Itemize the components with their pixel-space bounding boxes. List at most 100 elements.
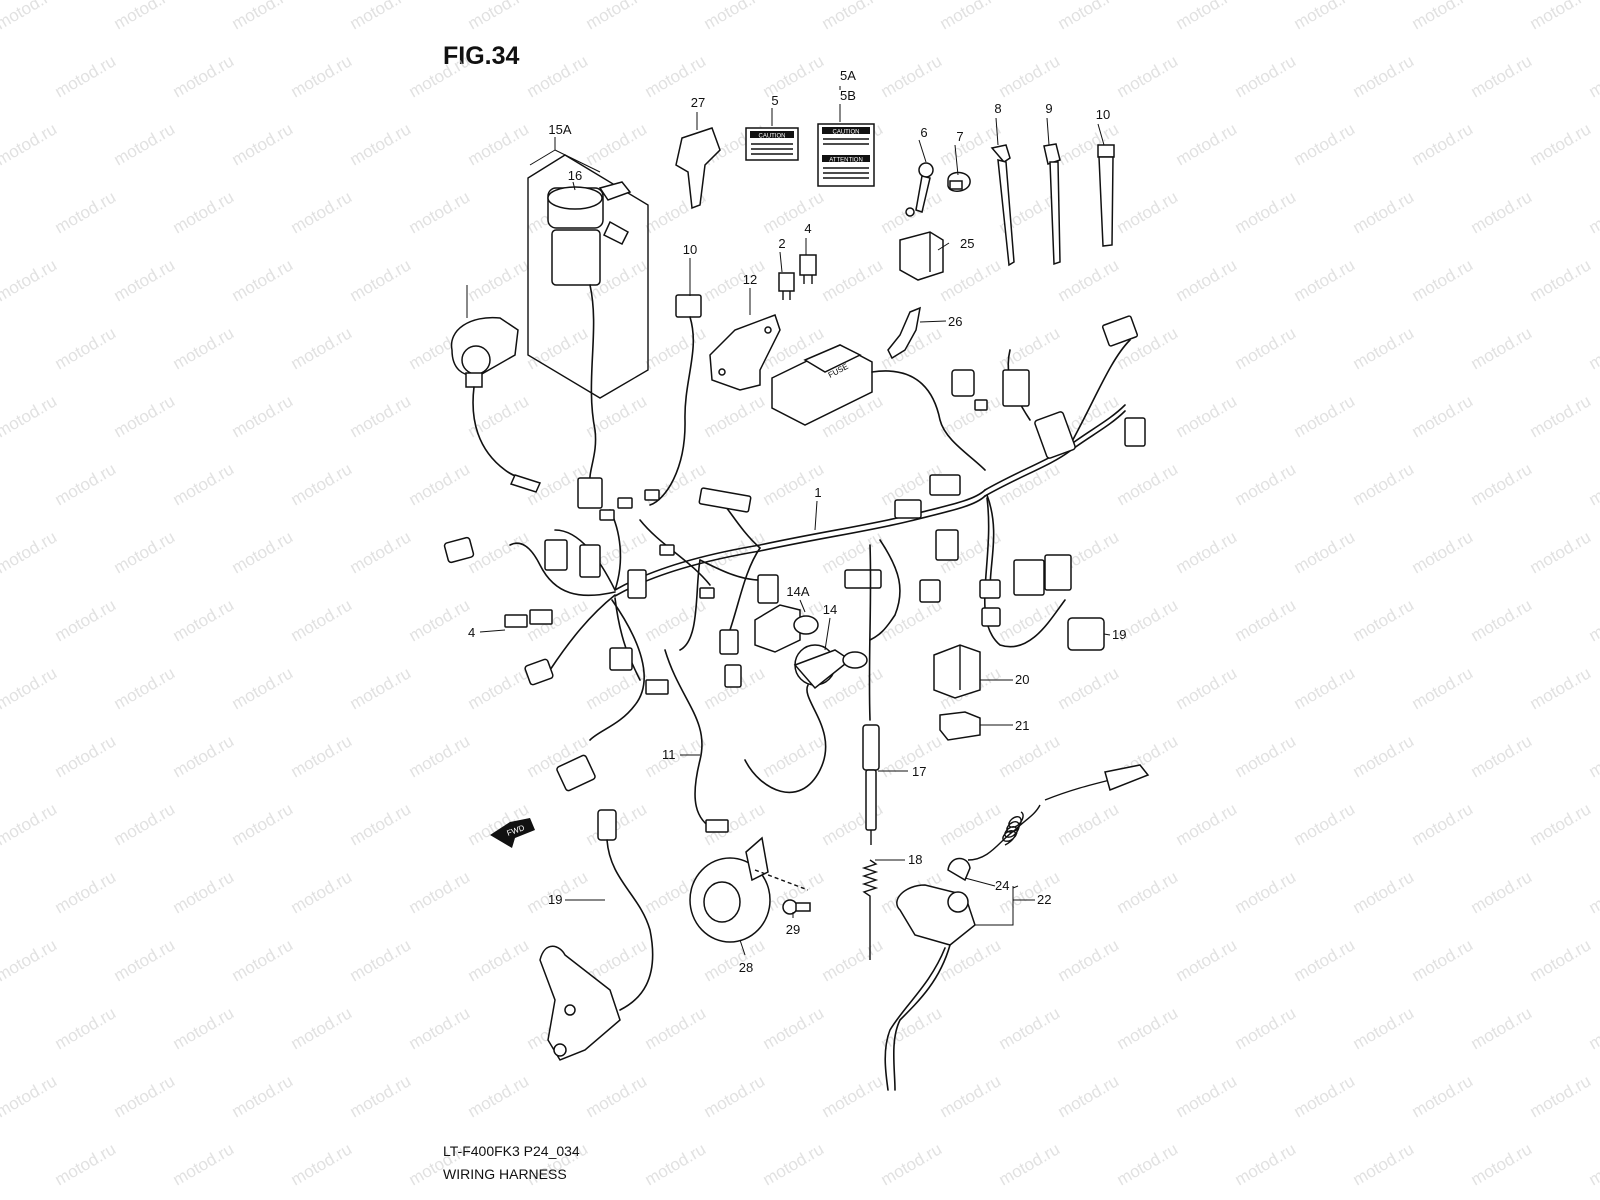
watermark-text: motod.ru (1173, 391, 1241, 441)
callout-14a: 14A (786, 584, 809, 599)
watermark-text: motod.ru (1173, 119, 1241, 169)
watermark-text: motod.ru (1586, 867, 1600, 917)
watermark-text: motod.ru (465, 663, 533, 713)
watermark-text: motod.ru (1055, 663, 1123, 713)
callout-3: 4 (804, 221, 811, 236)
watermark-text: motod.ru (1409, 527, 1477, 577)
part-3-fuse (799, 254, 817, 284)
watermark-text: motod.ru (406, 459, 474, 509)
forward-arrow: FWD (490, 818, 535, 848)
watermark-text: motod.ru (1350, 731, 1418, 781)
watermark-text: motod.ru (1468, 459, 1536, 509)
watermark-text: motod.ru (1409, 1071, 1477, 1121)
watermark-text: motod.ru (170, 867, 238, 917)
watermark-text: motod.ru (1173, 1071, 1241, 1121)
watermark-text: motod.ru (1232, 1139, 1300, 1189)
watermark-text: motod.ru (1350, 459, 1418, 509)
part-6-clamp (905, 162, 934, 217)
watermark-text: motod.ru (1114, 1003, 1182, 1053)
watermark-text: motod.ru (1291, 0, 1359, 33)
watermark-text: motod.ru (1055, 1071, 1123, 1121)
watermark-text: motod.ru (111, 391, 179, 441)
watermark-text: motod.ru (1232, 731, 1300, 781)
watermark-text: motod.ru (996, 323, 1064, 373)
watermark-text: motod.ru (1055, 0, 1123, 33)
watermark-text: motod.ru (1527, 935, 1595, 985)
watermark-text: motod.ru (0, 391, 60, 441)
watermark-text: motod.ru (1527, 663, 1595, 713)
watermark-text: motod.ru (170, 1003, 238, 1053)
callout-10: 10 (1096, 107, 1110, 122)
part-16-sensor (862, 544, 880, 845)
watermark-text: motod.ru (1409, 391, 1477, 441)
watermark-text: motod.ru (760, 1139, 828, 1189)
part-29-handlebar-switch (450, 316, 542, 493)
callout-23: 24 (995, 878, 1009, 893)
watermark-text: motod.ru (406, 1003, 474, 1053)
watermark-text: motod.ru (288, 731, 356, 781)
watermark-text: motod.ru (0, 935, 60, 985)
watermark-text: motod.ru (819, 0, 887, 33)
watermark-text: motod.ru (1114, 187, 1182, 237)
watermark-text: motod.ru (0, 799, 60, 849)
watermark-text: motod.ru (937, 0, 1005, 33)
watermark-text: motod.ru (1232, 595, 1300, 645)
watermark-text: motod.ru (937, 255, 1005, 305)
watermark-text: motod.ru (111, 1071, 179, 1121)
watermark-text: motod.ru (1232, 187, 1300, 237)
watermark-text: motod.ru (229, 935, 297, 985)
watermark-text: motod.ru (1409, 255, 1477, 305)
watermark-text: motod.ru (1586, 1139, 1600, 1189)
watermark-text: motod.ru (1350, 323, 1418, 373)
watermark-text: motod.ru (288, 1003, 356, 1053)
watermark-text: motod.ru (1527, 527, 1595, 577)
watermark-text: motod.ru (1291, 1071, 1359, 1121)
watermark-text: motod.ru (1527, 119, 1595, 169)
watermark-text: motod.ru (996, 1003, 1064, 1053)
watermark-text: motod.ru (1350, 1003, 1418, 1053)
watermark-text: motod.ru (1468, 323, 1536, 373)
part-5a-5b-label: CAUTION ATTENTION (817, 123, 875, 187)
watermark-text: motod.ru (52, 459, 120, 509)
fuse-box: FUSE (771, 344, 986, 471)
callout-12: 11 (662, 747, 676, 762)
part-12-wire (664, 649, 729, 833)
watermark-text: motod.ru (406, 731, 474, 781)
callout-21: 21 (1015, 718, 1029, 733)
watermark-text: motod.ru (1468, 1003, 1536, 1053)
callout-1: 1 (814, 485, 821, 500)
watermark-text: motod.ru (1468, 595, 1536, 645)
watermark-text: motod.ru (229, 527, 297, 577)
watermark-text: motod.ru (1468, 867, 1536, 917)
watermark-text: motod.ru (52, 867, 120, 917)
part-2-fuse (778, 272, 795, 300)
callout-24: 25 (960, 236, 974, 251)
watermark-text: motod.ru (1291, 799, 1359, 849)
callout-8: 8 (994, 101, 1001, 116)
callout-26: 27 (691, 95, 705, 110)
watermark-text: motod.ru (1409, 663, 1477, 713)
watermark-text: motod.ru (1232, 867, 1300, 917)
part-17-spring (861, 859, 879, 960)
callout-labels: 15A 16 27 5 5A 5B 6 7 8 9 10 10 2 4 12 2… (468, 68, 1126, 975)
part-14a-switch (754, 604, 819, 653)
caution-label-text: CAUTION (759, 134, 786, 140)
watermark-text: motod.ru (1173, 0, 1241, 33)
watermark-text: motod.ru (0, 119, 60, 169)
part-9-cable-tie (1043, 143, 1061, 266)
watermark-text: motod.ru (819, 1071, 887, 1121)
part-10-cable-tie (1097, 144, 1115, 247)
watermark-text: motod.ru (1350, 595, 1418, 645)
watermark-text: motod.ru (1350, 867, 1418, 917)
watermark-text: motod.ru (229, 391, 297, 441)
watermark-text: motod.ru (52, 1003, 120, 1053)
callout-5a: 5A (840, 68, 856, 83)
watermark-text: motod.ru (1232, 323, 1300, 373)
part-5-caution-label: CAUTION (745, 127, 799, 161)
watermark-text: motod.ru (288, 459, 356, 509)
watermark-text: motod.ru (701, 0, 769, 33)
watermark-text: motod.ru (1114, 51, 1182, 101)
watermark-text: motod.ru (1527, 799, 1595, 849)
watermark-text: motod.ru (0, 1071, 60, 1121)
